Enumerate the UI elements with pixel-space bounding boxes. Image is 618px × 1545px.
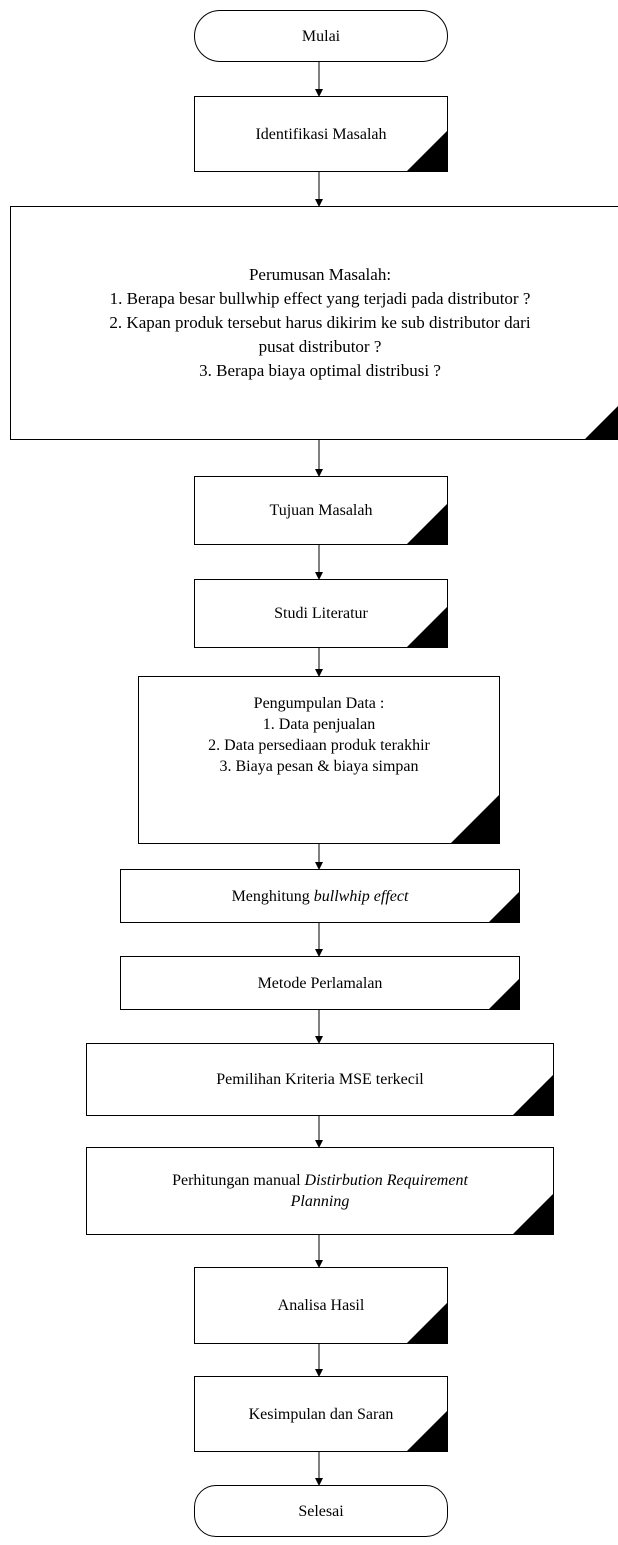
perumusan-item-2: 2. Kapan produk tersebut harus dikirim k…	[109, 313, 531, 332]
document-corner-marker	[451, 795, 499, 843]
analisa-label: Analisa Hasil	[277, 1297, 365, 1314]
perumusan-item-3: 3. Berapa biaya optimal distribusi ?	[199, 361, 441, 380]
studi-label: Studi Literatur	[274, 605, 368, 622]
metode-peramalan-box: Metode Perlamalan	[120, 956, 520, 1010]
pengumpulan-title: Pengumpulan Data :	[253, 695, 385, 712]
identifikasi-label: Identifikasi Masalah	[255, 125, 387, 143]
kesimpulan-saran-box: Kesimpulan dan Saran	[194, 1376, 448, 1452]
tujuan-label: Tujuan Masalah	[269, 502, 373, 519]
end-label: Selesai	[298, 1502, 344, 1520]
perhitungan-line-1: Perhitungan manual Distirbution Requirem…	[172, 1170, 468, 1191]
perumusan-item-1: 1. Berapa besar bullwhip effect yang ter…	[109, 289, 531, 308]
pengumpulan-item-1: 1. Data penjualan	[262, 716, 376, 733]
perhitungan-italic-1: Distirbution Requirement	[304, 1172, 468, 1189]
menghitung-italic: bullwhip effect	[313, 887, 409, 905]
pengumpulan-item-2: 2. Data persediaan produk terakhir	[208, 737, 430, 754]
start-terminator: Mulai	[194, 10, 448, 62]
pengumpulan-item-3: 3. Biaya pesan & biaya simpan	[219, 758, 419, 775]
metode-label: Metode Perlamalan	[257, 974, 383, 992]
kesimpulan-label: Kesimpulan dan Saran	[248, 1405, 394, 1423]
document-corner-marker	[407, 131, 447, 171]
end-terminator: Selesai	[194, 1485, 448, 1537]
pengumpulan-data-box: Pengumpulan Data : 1. Data penjualan 2. …	[138, 676, 500, 844]
perumusan-masalah-box: Perumusan Masalah: 1. Berapa besar bullw…	[10, 206, 618, 440]
perhitungan-prefix: Perhitungan manual	[172, 1172, 305, 1189]
menghitung-bullwhip-box: Menghitung bullwhip effect	[120, 869, 520, 923]
menghitung-label: Menghitung bullwhip effect	[232, 886, 409, 907]
document-corner-marker	[489, 892, 519, 922]
studi-literatur-box: Studi Literatur	[194, 579, 448, 648]
perumusan-title: Perumusan Masalah:	[248, 265, 392, 284]
pemilihan-kriteria-box: Pemilihan Kriteria MSE terkecil	[86, 1043, 554, 1116]
perumusan-item-2-cont: pusat distributor ?	[258, 337, 382, 356]
menghitung-prefix: Menghitung	[231, 887, 314, 905]
perhitungan-italic-2: Planning	[290, 1193, 350, 1210]
start-label: Mulai	[301, 27, 341, 45]
document-corner-marker	[407, 504, 447, 544]
document-corner-marker	[407, 1411, 447, 1451]
identifikasi-masalah-box: Identifikasi Masalah	[194, 96, 448, 172]
tujuan-masalah-box: Tujuan Masalah	[194, 476, 448, 545]
pemilihan-label: Pemilihan Kriteria MSE terkecil	[216, 1071, 424, 1088]
document-corner-marker	[513, 1194, 553, 1234]
document-corner-marker	[489, 979, 519, 1009]
document-corner-marker	[407, 607, 447, 647]
analisa-hasil-box: Analisa Hasil	[194, 1267, 448, 1344]
document-corner-marker	[513, 1075, 553, 1115]
document-corner-marker	[407, 1303, 447, 1343]
perhitungan-drp-box: Perhitungan manual Distirbution Requirem…	[86, 1147, 554, 1235]
document-corner-marker	[585, 383, 618, 439]
